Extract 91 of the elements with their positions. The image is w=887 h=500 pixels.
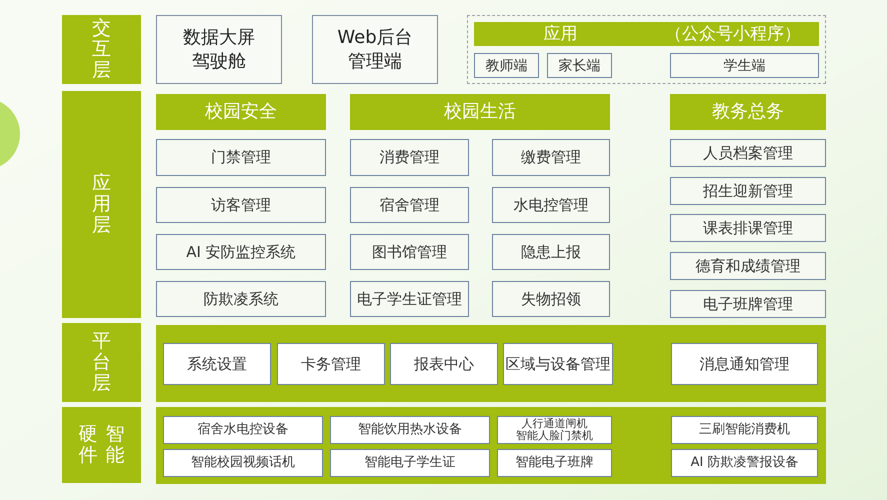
device-box <box>671 449 818 477</box>
client-box <box>474 53 539 78</box>
module-box <box>492 281 610 317</box>
client-label: 学生端 <box>724 56 766 74</box>
layer-tab <box>62 15 141 84</box>
category-title: 校园安全 <box>205 101 277 123</box>
client-label: 家长端 <box>558 56 600 74</box>
module-label: 防欺凌系统 <box>204 290 278 308</box>
category-title: （公众号小程序） <box>664 24 801 44</box>
device-label: 智能饮用热水设备 <box>358 422 462 438</box>
device-label: AI 防欺凌警报设备 <box>690 455 798 471</box>
module-label: 水电控管理 <box>514 196 588 214</box>
module-box <box>503 343 613 385</box>
module-box <box>670 252 826 280</box>
module-label: 消息通知管理 <box>700 354 790 374</box>
module-box <box>350 139 469 176</box>
module-box <box>670 214 826 242</box>
device-box <box>497 449 612 477</box>
module-box <box>350 281 469 317</box>
module-label: 电子学生证管理 <box>357 290 462 308</box>
module-label: AI 安防监控系统 <box>186 242 296 262</box>
module-box <box>492 187 610 223</box>
layer-band <box>156 407 826 484</box>
module-box <box>156 187 326 223</box>
category-header-bar <box>156 94 326 130</box>
module-label: 区域与设备管理 <box>506 354 610 374</box>
category-header-bar <box>474 22 819 46</box>
module-label: 访客管理 <box>211 196 271 214</box>
module-box <box>671 343 818 385</box>
device-label: 智能电子学生证 <box>364 455 456 471</box>
device-box <box>671 416 818 444</box>
module-label: 宿舍管理 <box>380 196 440 214</box>
module-box <box>670 139 826 167</box>
module-label: 电子班牌管理 <box>703 294 793 314</box>
client-box <box>547 53 612 78</box>
category-title: 教务总务 <box>712 101 784 123</box>
client-box <box>670 53 819 78</box>
module-label: 课表排课管理 <box>703 218 793 238</box>
module-box <box>390 343 498 385</box>
client-box <box>312 15 438 84</box>
category-header-bar <box>670 94 826 130</box>
module-label: 隐患上报 <box>521 242 581 262</box>
client-box <box>156 15 282 84</box>
device-box <box>163 416 323 444</box>
module-label: 缴费管理 <box>521 148 581 167</box>
client-label: Web后台管理端 <box>336 26 414 74</box>
layer-title: 平台层 <box>92 330 111 394</box>
device-label: 智能电子班牌 <box>516 455 594 471</box>
layer-title: 应用层 <box>92 172 111 236</box>
layer-title: 智能硬件 <box>78 424 124 466</box>
device-box <box>497 416 612 444</box>
client-label: 数据大屏驾驶舱 <box>182 26 256 74</box>
module-label: 图书馆管理 <box>372 242 447 262</box>
module-box <box>670 177 826 205</box>
module-box <box>277 343 385 385</box>
device-label: 宿舍水电控设备 <box>198 422 288 438</box>
module-box <box>670 290 826 318</box>
client-label: 教师端 <box>486 56 528 74</box>
category-header-bar <box>350 94 610 130</box>
category-title: 校园生活 <box>444 101 516 123</box>
module-box <box>156 281 326 317</box>
module-box <box>163 343 271 385</box>
module-box <box>350 234 469 270</box>
module-label: 人员档案管理 <box>703 144 793 162</box>
category-title: 应用 <box>543 24 578 44</box>
device-box <box>163 449 323 477</box>
device-box <box>330 416 490 444</box>
module-label: 系统设置 <box>187 354 247 374</box>
device-label: 人行通道闸机 <box>522 418 588 430</box>
module-label: 失物招领 <box>521 290 581 308</box>
layer-tab <box>62 91 141 318</box>
device-label: 智能人脸门禁机 <box>516 430 593 442</box>
layer-band <box>156 325 826 402</box>
module-box <box>156 139 326 176</box>
layer-tab <box>62 407 141 483</box>
module-box <box>492 139 610 176</box>
module-label: 招生迎新管理 <box>703 182 793 200</box>
dashed-group-frame <box>467 15 826 84</box>
device-box <box>330 449 490 477</box>
module-label: 卡务管理 <box>301 354 361 374</box>
module-box <box>156 234 326 270</box>
module-box <box>492 234 610 270</box>
module-box <box>350 187 469 223</box>
module-label: 报表中心 <box>414 354 474 374</box>
module-label: 德育和成绩管理 <box>696 256 800 276</box>
layer-tab <box>62 323 141 402</box>
layer-title: 交互层 <box>92 18 111 82</box>
device-label: 智能校园视频话机 <box>191 455 295 471</box>
module-label: 消费管理 <box>380 148 440 167</box>
module-label: 门禁管理 <box>211 148 271 167</box>
device-label: 三刷智能消费机 <box>699 422 790 438</box>
